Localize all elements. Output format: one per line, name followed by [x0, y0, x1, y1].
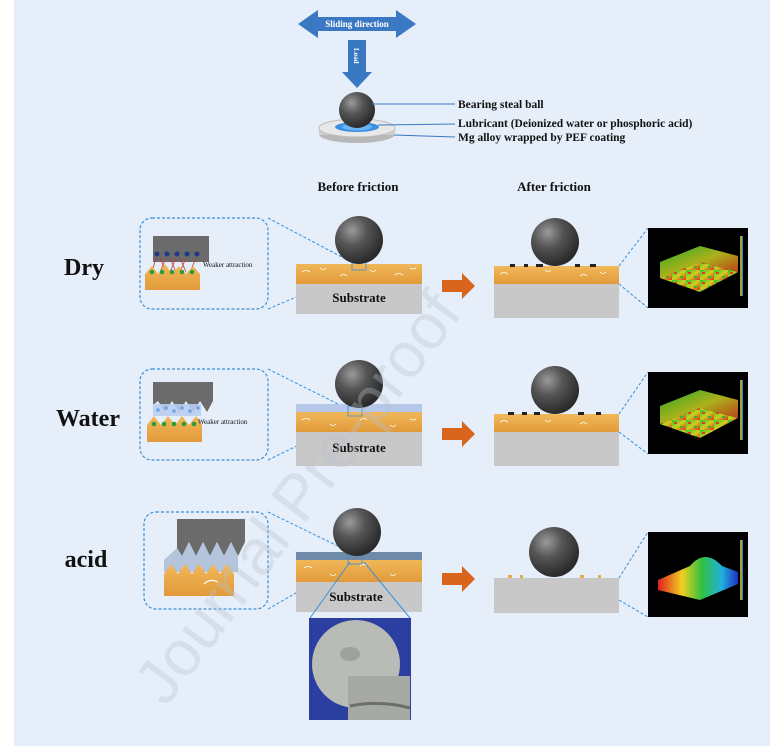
- acid-ball-after: [529, 527, 579, 577]
- water-ball-before: [335, 360, 383, 408]
- acid-surface-map: [648, 532, 748, 617]
- column-before-friction: Before friction: [318, 179, 400, 194]
- dry-map-callout-bottom: [618, 283, 649, 309]
- dry-after-specimen: [494, 218, 619, 318]
- acid-after-specimen: [494, 527, 619, 613]
- water-surface-map: [648, 372, 748, 454]
- column-after-friction: After friction: [517, 179, 592, 194]
- load-arrow: Load: [342, 40, 372, 88]
- water-after-specimen: [494, 366, 619, 466]
- photo-callout-right: [363, 561, 411, 619]
- water-process-arrow: [442, 421, 475, 447]
- water-attraction-label: Weaker attraction: [198, 418, 248, 426]
- row-label-dry: Dry: [64, 255, 104, 281]
- water-substrate-label: Substrate: [332, 440, 386, 455]
- water-zoom-inset: Weaker attraction: [139, 368, 269, 461]
- dry-process-arrow: [442, 273, 475, 299]
- steel-ball: [339, 92, 375, 128]
- acid-substrate-label: Substrate: [329, 589, 383, 604]
- dry-map-callout-top: [618, 227, 649, 267]
- sliding-direction-arrow: Sliding direction: [298, 10, 416, 38]
- legend-lubricant: Lubricant (Deionized water or phosphoric…: [458, 118, 693, 130]
- dry-ball-before: [335, 216, 383, 264]
- specimen-photo: [309, 618, 411, 720]
- watermark: Journal Pre-proof: [120, 278, 475, 716]
- water-before-specimen: Substrate: [296, 360, 422, 466]
- row-label-water: Water: [56, 406, 120, 432]
- dry-zoom-inset: Weaker attraction: [139, 217, 269, 310]
- legend-ball: Bearing steal ball: [458, 99, 544, 111]
- legend-substrate-coating: Mg alloy wrapped by PEF coating: [458, 132, 626, 144]
- dry-ball-after: [531, 218, 579, 266]
- sliding-direction-label: Sliding direction: [325, 19, 389, 29]
- load-label: Load: [352, 48, 360, 64]
- dry-callout-line-top: [267, 217, 356, 265]
- acid-map-callout-top: [618, 531, 649, 579]
- ball-on-disk-setup: [318, 92, 396, 143]
- acid-callout-line-top: [267, 511, 351, 553]
- dry-attraction-label: Weaker attraction: [203, 261, 253, 269]
- legend-leaders: [372, 103, 456, 138]
- acid-map-callout-bottom: [618, 599, 649, 618]
- row-label-acid: acid: [65, 547, 108, 573]
- acid-zoom-inset: [143, 511, 269, 610]
- acid-before-specimen: Substrate: [296, 508, 422, 612]
- water-map-callout-bottom: [618, 431, 649, 455]
- water-callout-line-top: [267, 368, 351, 411]
- acid-process-arrow: [442, 566, 475, 592]
- dry-before-specimen: Substrate: [296, 216, 422, 314]
- dry-surface-map: [648, 228, 748, 308]
- water-ball-after: [531, 366, 579, 414]
- water-map-callout-top: [618, 371, 649, 415]
- acid-ball-before: [333, 508, 381, 556]
- photo-callout-left: [309, 561, 351, 619]
- dry-substrate-label: Substrate: [332, 290, 386, 305]
